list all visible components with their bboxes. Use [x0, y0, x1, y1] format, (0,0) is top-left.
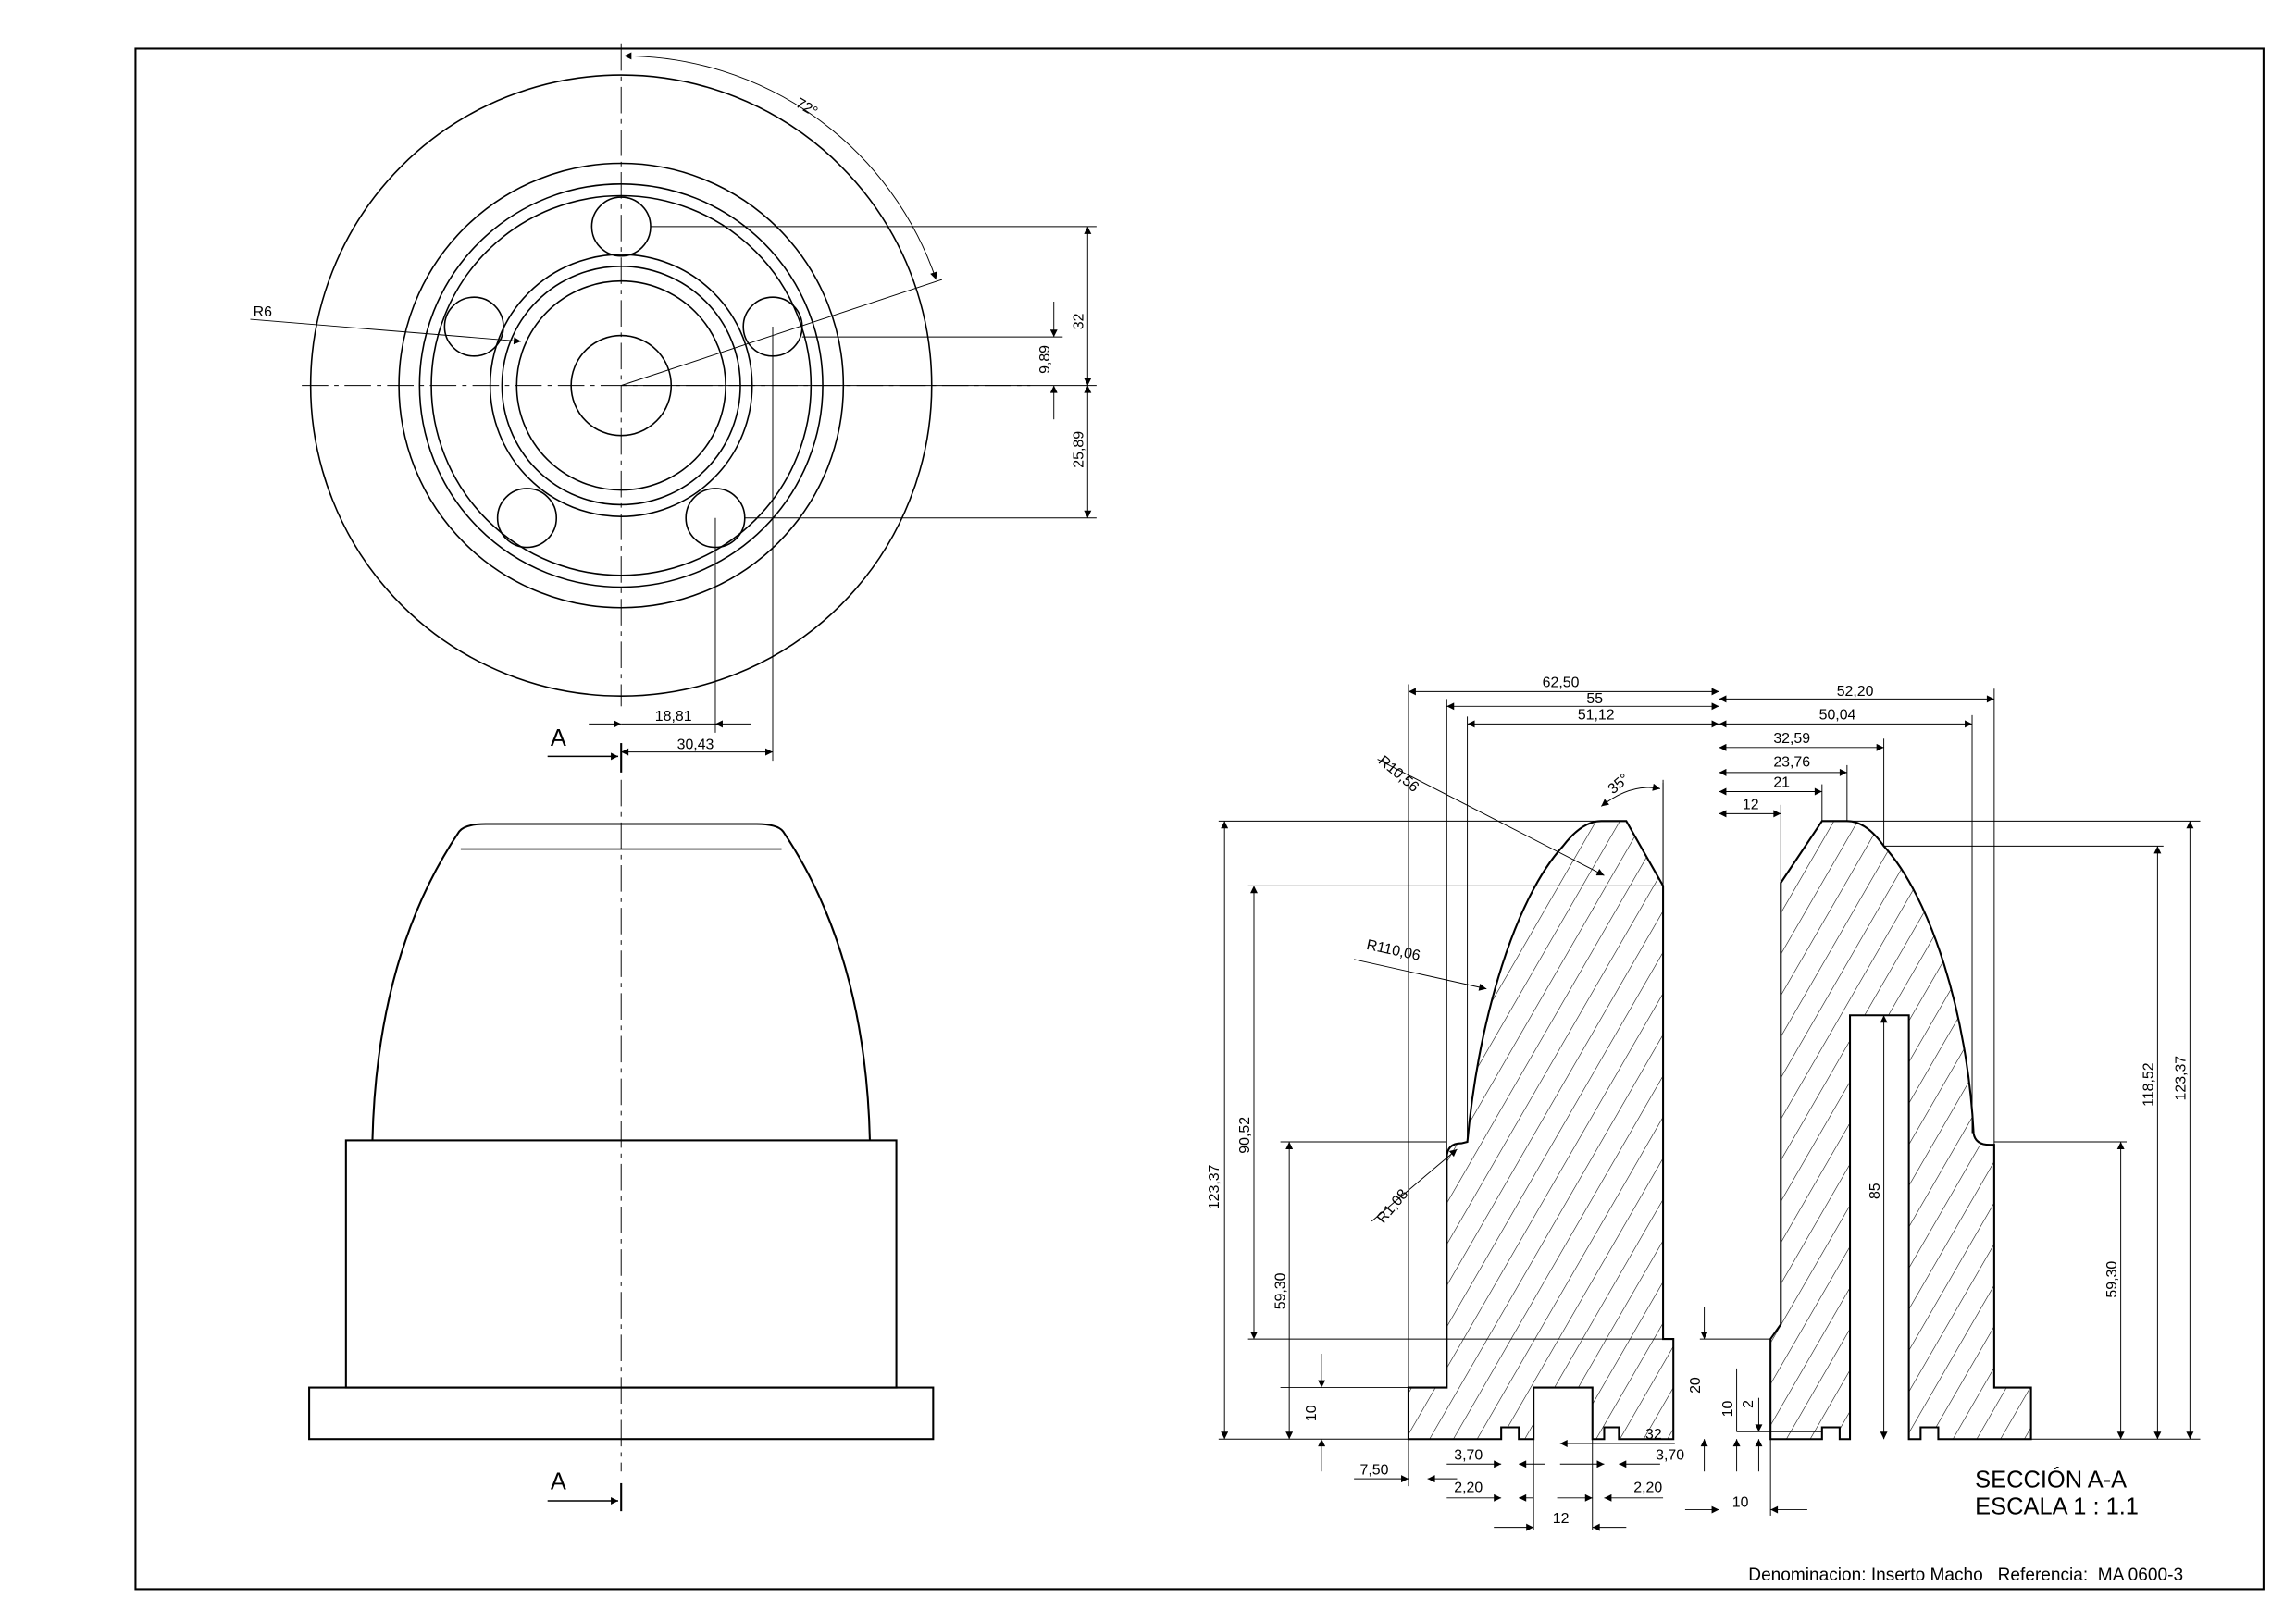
dim-12-bottom: 12: [1553, 1511, 1570, 1527]
dim-3-70-right: 3,70: [1656, 1447, 1684, 1463]
dim-32-bottom: 32: [1645, 1427, 1662, 1443]
top-view: 72° R6 32 9,89 25,89 18,81 30,43: [250, 43, 1097, 762]
dim-55: 55: [1586, 691, 1603, 707]
dim-18-81: 18,81: [655, 709, 692, 725]
hole: [443, 296, 504, 357]
dim-21: 21: [1773, 775, 1790, 791]
dim-51-12: 51,12: [1578, 708, 1615, 724]
dim-r10-56: R10,56: [1375, 753, 1421, 796]
dim-2-20-left: 2,20: [1454, 1480, 1483, 1495]
dim-32-59: 32,59: [1773, 731, 1810, 747]
dim-2-20-right: 2,20: [1633, 1480, 1662, 1495]
dim-50-04: 50,04: [1819, 708, 1856, 724]
dim-10-bottom: 10: [1732, 1494, 1749, 1510]
dim-123-37-right: 123,37: [2174, 1056, 2190, 1101]
section-title: SECCIÓN A-A: [1975, 1467, 2127, 1493]
dim-10-middle: 10: [1720, 1401, 1736, 1418]
section-mark-a-bottom: A: [551, 1468, 566, 1494]
dim-25-89: 25,89: [1072, 431, 1087, 468]
dim-r110-06: R110,06: [1365, 937, 1421, 964]
section-view: 62,50 55 51,12 52,20 50,04 32,59 23,76 2…: [1207, 675, 2201, 1545]
dim-12-top: 12: [1743, 798, 1759, 813]
dim-85: 85: [1868, 1183, 1883, 1199]
radius-label: R6: [254, 304, 272, 320]
dim-118-52: 118,52: [2141, 1062, 2157, 1107]
drawing-border: [134, 47, 2265, 1591]
dim-9-89: 9,89: [1037, 345, 1053, 374]
section-marks: A A: [547, 725, 623, 1512]
dim-52-20: 52,20: [1837, 684, 1874, 700]
section-mark-a-top: A: [551, 725, 566, 751]
dim-3-70-left: 3,70: [1454, 1447, 1483, 1463]
dim-123-37-left: 123,37: [1207, 1164, 1222, 1209]
dim-23-76: 23,76: [1773, 754, 1810, 770]
dim-10-left: 10: [1304, 1405, 1320, 1421]
dim-2: 2: [1741, 1400, 1756, 1408]
dim-90-52: 90,52: [1237, 1117, 1253, 1154]
dim-32: 32: [1072, 313, 1087, 329]
hole: [496, 488, 558, 549]
dim-angle-35: 35°: [1606, 771, 1632, 797]
dim-r1-08: R1,08: [1374, 1186, 1411, 1227]
dim-7-50: 7,50: [1359, 1462, 1388, 1478]
section-scale: ESCALA 1 : 1.1: [1975, 1493, 2139, 1519]
dim-30-43: 30,43: [677, 737, 714, 752]
front-view: [308, 779, 935, 1472]
dim-20: 20: [1688, 1377, 1704, 1394]
dim-62-50: 62,50: [1543, 675, 1580, 691]
dim-59-30-left: 59,30: [1272, 1272, 1288, 1309]
title-block: Denominacion: Inserto Macho Referencia: …: [1748, 1566, 2183, 1585]
dim-59-30-right: 59,30: [2104, 1261, 2120, 1298]
angle-label: 72°: [793, 95, 820, 120]
